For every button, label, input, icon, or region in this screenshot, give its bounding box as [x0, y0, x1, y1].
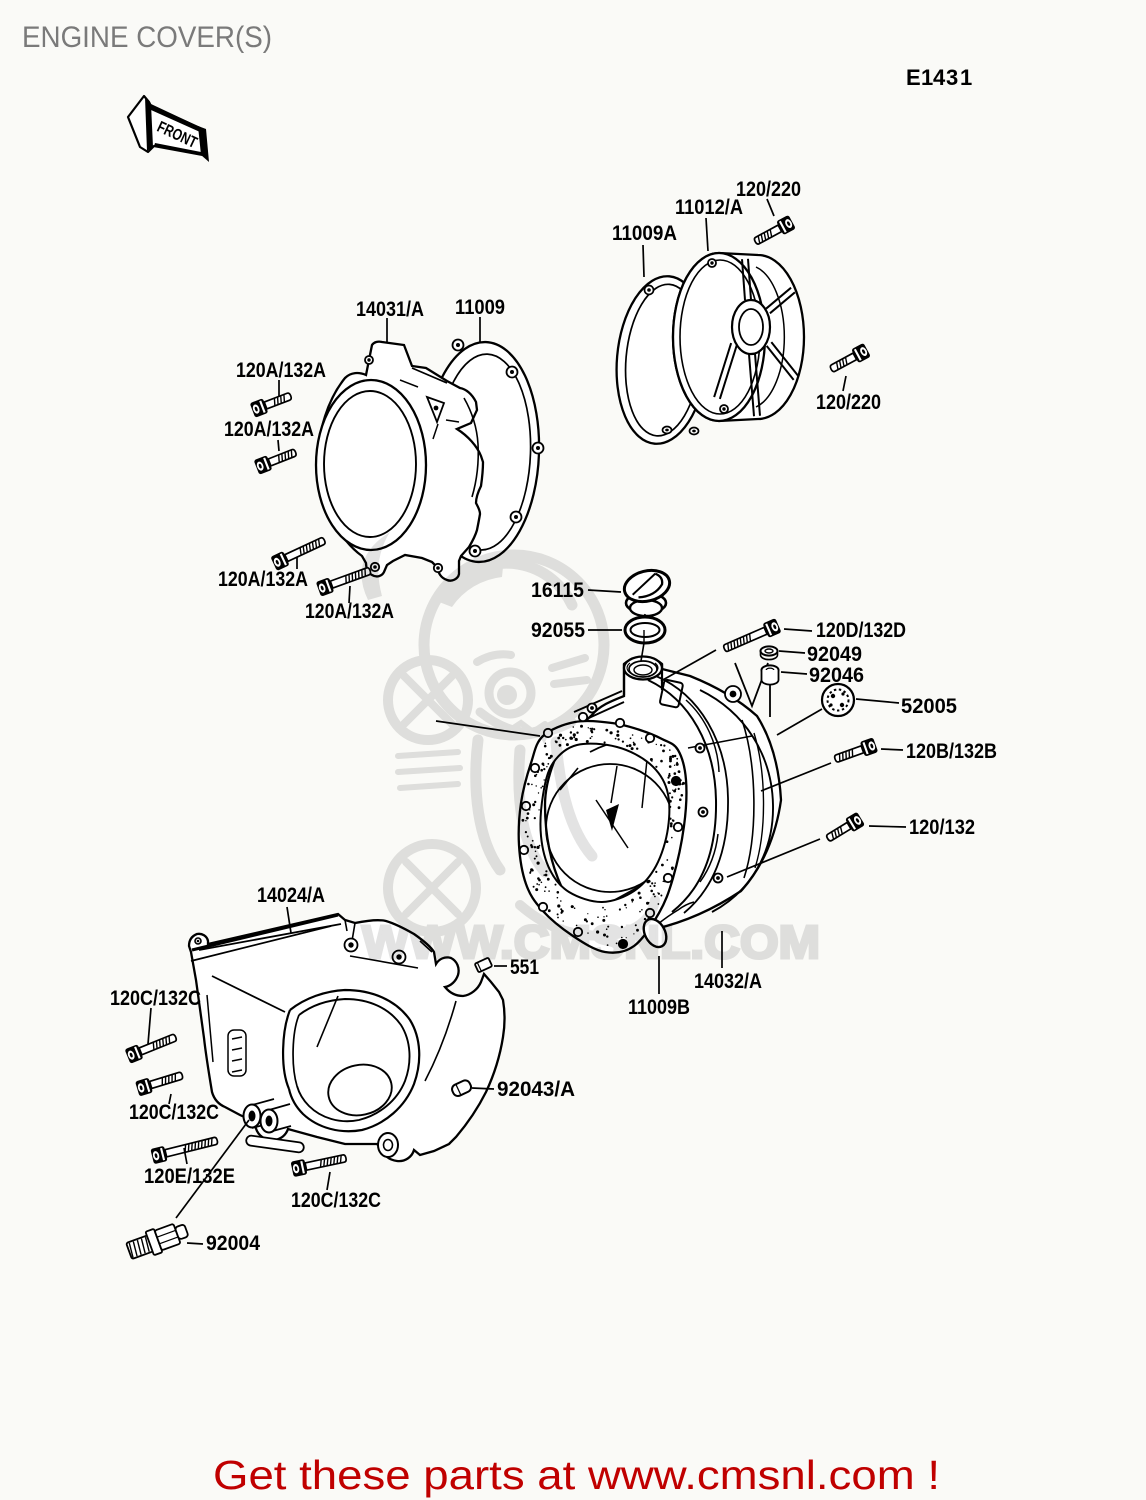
svg-text:1: 1	[960, 65, 972, 90]
svg-text:WWW.CMSNL.COM: WWW.CMSNL.COM	[362, 916, 820, 968]
svg-text:11009B: 11009B	[628, 995, 690, 1019]
svg-text:120/220: 120/220	[816, 390, 881, 414]
svg-text:11009: 11009	[455, 295, 505, 319]
svg-text:120A/132A: 120A/132A	[236, 358, 326, 382]
svg-text:551: 551	[510, 955, 539, 979]
svg-text:120A/132A: 120A/132A	[305, 599, 394, 623]
svg-text:120D/132D: 120D/132D	[816, 618, 906, 642]
svg-text:120C/132C: 120C/132C	[291, 1188, 381, 1212]
svg-text:11012/A: 11012/A	[675, 195, 743, 219]
svg-text:14031/A: 14031/A	[356, 297, 424, 321]
svg-text:120E/132E: 120E/132E	[144, 1164, 235, 1188]
svg-text:E: E	[906, 65, 921, 90]
svg-text:11009A: 11009A	[612, 221, 677, 245]
svg-text:14032/A: 14032/A	[694, 969, 762, 993]
svg-text:120A/132A: 120A/132A	[224, 417, 314, 441]
svg-text:120C/132C: 120C/132C	[110, 986, 201, 1010]
svg-text:1: 1	[921, 65, 933, 90]
svg-text:92043/A: 92043/A	[497, 1077, 575, 1101]
svg-text:120C/132C: 120C/132C	[129, 1100, 219, 1124]
svg-text:ENGINE COVER(S): ENGINE COVER(S)	[22, 21, 272, 54]
svg-text:4: 4	[933, 65, 946, 90]
svg-text:14024/A: 14024/A	[257, 883, 325, 907]
svg-text:52005: 52005	[901, 694, 957, 718]
svg-text:120B/132B: 120B/132B	[906, 739, 997, 763]
svg-text:120/220: 120/220	[736, 177, 801, 201]
svg-text:92049: 92049	[807, 642, 862, 666]
svg-text:92004: 92004	[206, 1231, 260, 1255]
svg-text:Get these parts at www.cmsnl.c: Get these parts at www.cmsnl.com !	[213, 1452, 940, 1498]
svg-text:3: 3	[946, 65, 958, 90]
svg-text:92046: 92046	[809, 663, 864, 687]
svg-text:120A/132A: 120A/132A	[218, 567, 308, 591]
svg-text:120/132: 120/132	[909, 815, 975, 839]
svg-text:92055: 92055	[531, 618, 585, 642]
